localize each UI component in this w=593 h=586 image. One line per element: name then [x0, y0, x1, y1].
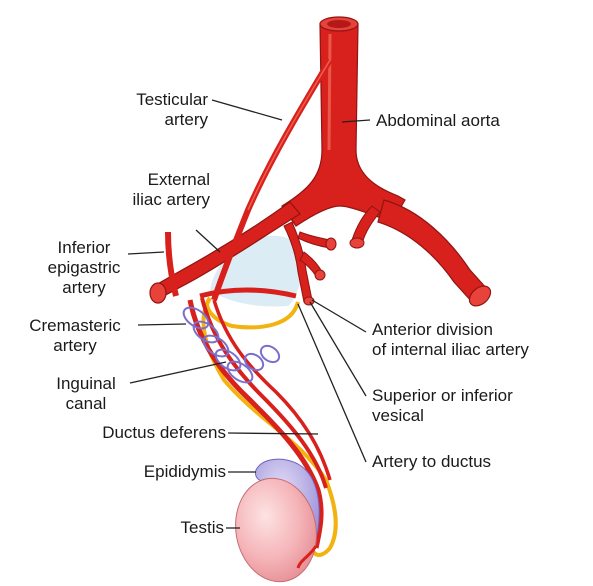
label-ductus-deferens: Ductus deferens [50, 423, 226, 443]
label-external-iliac-artery: External iliac artery [88, 170, 210, 210]
label-testis: Testis [150, 518, 224, 538]
label-inguinal-canal: Inguinal canal [38, 374, 134, 414]
label-testicular-artery: Testicular artery [100, 90, 208, 130]
label-anterior-division: Anterior division of internal iliac arte… [372, 320, 592, 360]
label-vesical: Superior or inferior vesical [372, 386, 582, 426]
label-inferior-epigastric-artery: Inferior epigastric artery [34, 238, 134, 298]
right-common-iliac [350, 200, 494, 310]
label-epididymis: Epididymis [100, 462, 226, 482]
label-artery-to-ductus: Artery to ductus [372, 452, 582, 472]
label-abdominal-aorta: Abdominal aorta [376, 111, 566, 131]
label-cremasteric-artery: Cremasteric artery [0, 316, 150, 356]
